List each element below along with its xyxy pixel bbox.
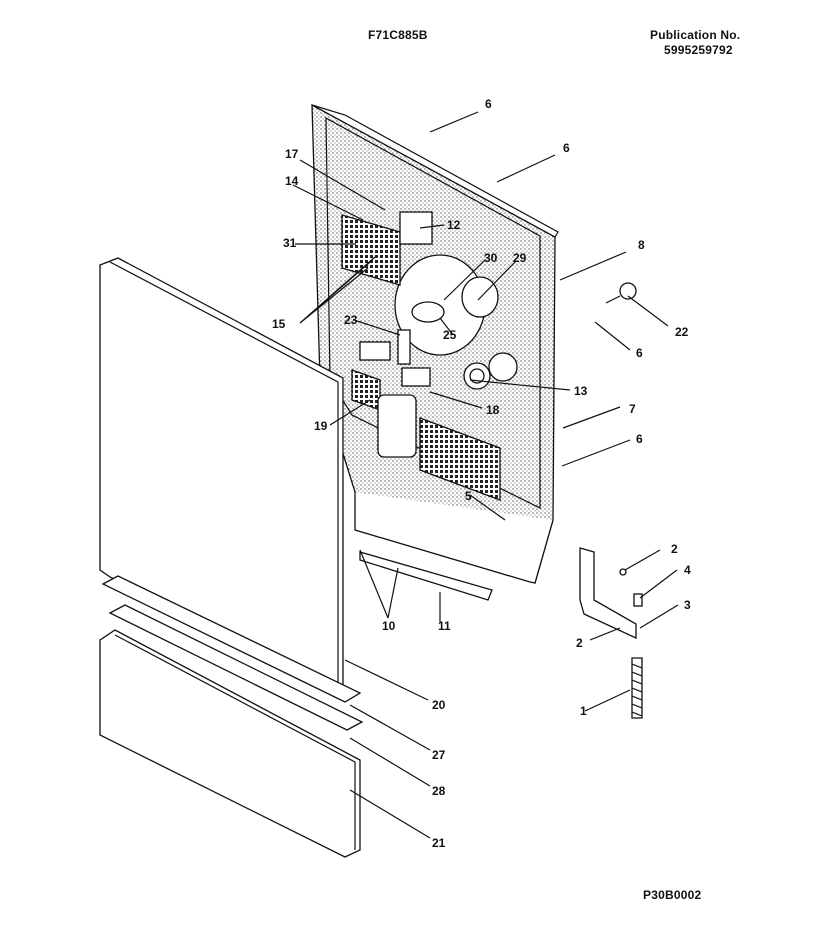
- callout-27: 27: [432, 748, 446, 762]
- callout-6: 6: [636, 432, 643, 446]
- callout-20: 20: [432, 698, 446, 712]
- vent-grille-upper: [341, 214, 401, 286]
- callout-28: 28: [432, 784, 446, 798]
- callout-6: 6: [636, 346, 643, 360]
- callout-29: 29: [513, 251, 527, 265]
- callout-3: 3: [684, 598, 691, 612]
- callout-21: 21: [432, 836, 446, 850]
- callout-2: 2: [671, 542, 678, 556]
- vent-grille-lower: [351, 369, 501, 501]
- door-trim-28: [108, 604, 364, 731]
- callout-7: 7: [629, 402, 636, 416]
- dispenser-assembly: [394, 254, 499, 356]
- callout-labels: 6 6 17 14 12 31 30 29 8 22 15 23 25 6 13…: [272, 97, 691, 850]
- callout-1: 1: [580, 704, 587, 718]
- callout-12: 12: [447, 218, 461, 232]
- figure-code: P30B0002: [643, 888, 702, 902]
- callout-11: 11: [438, 619, 451, 633]
- callout-leaders: [292, 111, 679, 839]
- callout-6: 6: [485, 97, 492, 111]
- rinse-aid-caps: [463, 352, 518, 390]
- callout-30: 30: [484, 251, 498, 265]
- callout-25: 25: [443, 328, 457, 342]
- callout-31: 31: [283, 236, 297, 250]
- callout-6: 6: [563, 141, 570, 155]
- door-trim-27: [101, 575, 362, 703]
- door-spring: [631, 657, 643, 719]
- vent-knob: [605, 282, 637, 304]
- callout-18: 18: [486, 403, 500, 417]
- callout-2: 2: [576, 636, 583, 650]
- callout-4: 4: [684, 563, 691, 577]
- hinge-bracket: [579, 547, 643, 640]
- callout-5: 5: [465, 489, 472, 503]
- callout-10: 10: [382, 619, 396, 633]
- door-bottom-channel: [359, 551, 493, 601]
- callout-19: 19: [314, 419, 328, 433]
- outer-door-panel: [99, 257, 344, 692]
- publication-number: 5995259792: [664, 43, 733, 57]
- door-latch-parts: [359, 211, 433, 458]
- callout-23: 23: [344, 313, 358, 327]
- callout-8: 8: [638, 238, 645, 252]
- publication-label: Publication No.: [650, 28, 741, 42]
- callout-17: 17: [285, 147, 299, 161]
- callout-14: 14: [285, 174, 299, 188]
- lower-access-panel: [99, 629, 361, 858]
- callout-15: 15: [272, 317, 286, 331]
- callout-22: 22: [675, 325, 689, 339]
- model-number: F71C885B: [368, 28, 428, 42]
- callout-13: 13: [574, 384, 588, 398]
